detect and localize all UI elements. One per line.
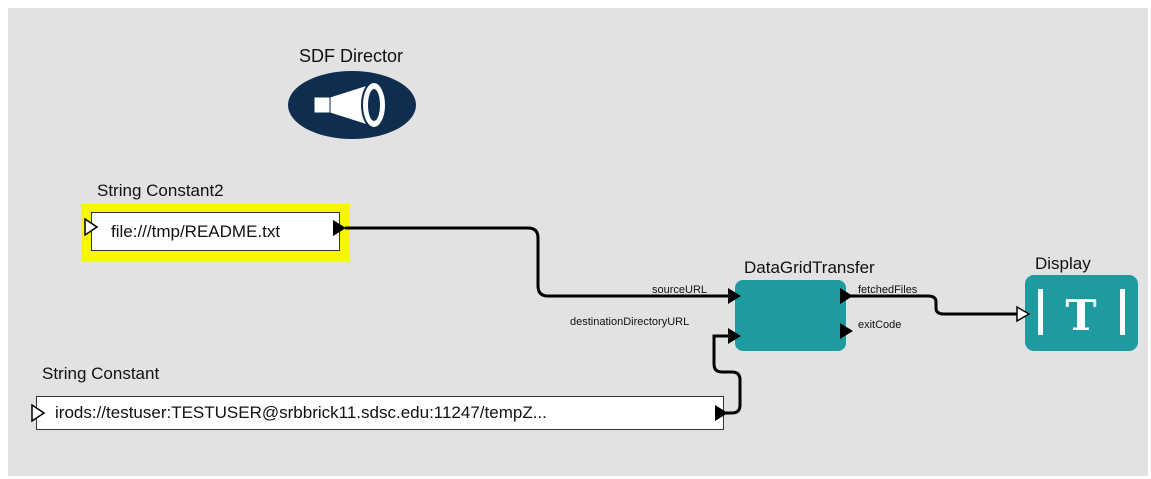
datagrid-title: DataGridTransfer [744,258,875,277]
display-input-port [1016,305,1031,323]
display-title: Display [1035,254,1091,273]
fetchedfiles-port [840,288,853,304]
sourceurl-port [728,288,741,304]
port-sourceurl-label: sourceURL [652,284,708,296]
string-constant-box[interactable]: irods://testuser:TESTUSER@srbbrick11.sds… [36,396,724,430]
director-label: SDF Director [299,46,404,66]
port-fetchedfiles-label: fetchedFiles [858,284,918,296]
wire-destination [712,334,742,415]
sc-output-port [715,405,728,421]
destination-port [728,328,741,344]
director-icon[interactable] [286,70,418,140]
display-actor[interactable]: T [1025,275,1138,351]
svg-text:T: T [1065,291,1096,340]
sc2-output-port [333,220,346,236]
datagrid-actor[interactable] [735,280,846,351]
string-constant-value: irods://testuser:TESTUSER@srbbrick11.sds… [55,403,547,422]
string-constant2-box[interactable]: file:///tmp/README.txt [91,212,340,251]
string-constant2-title: String Constant2 [97,181,224,200]
text-display-icon: T [1038,289,1125,340]
string-constant-title: String Constant [42,364,160,383]
wire-source [345,226,738,298]
workflow-canvas: SDF Director String Constant2 file:///tm… [8,8,1148,476]
sc-input-port [31,403,46,423]
wires-layer [31,217,1031,423]
megaphone-icon [313,81,387,129]
exitcode-port [840,323,853,339]
port-destination-label: destinationDirectoryURL [570,316,690,328]
wire-fetched [850,294,1020,316]
sc2-input-port [84,217,99,237]
string-constant2-value: file:///tmp/README.txt [111,222,281,241]
port-exitcode-label: exitCode [858,319,902,331]
